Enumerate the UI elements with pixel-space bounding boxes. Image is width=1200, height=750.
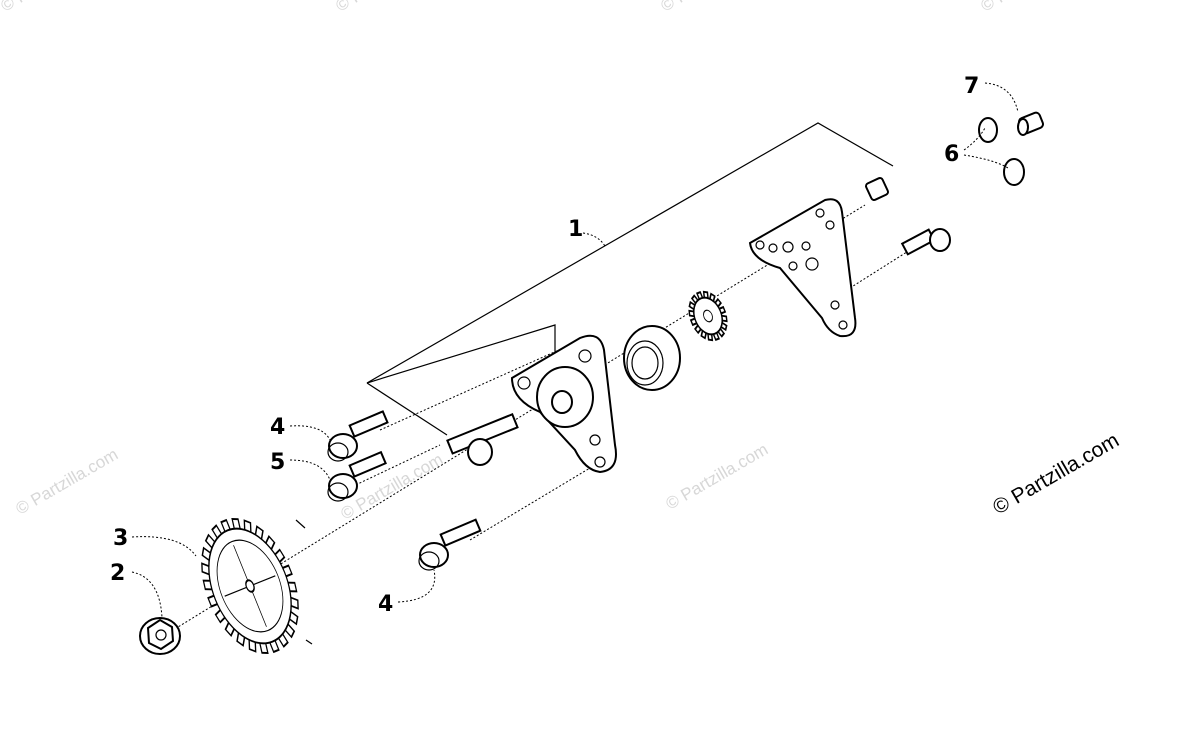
callout-number: 3	[113, 526, 128, 551]
pin	[1017, 111, 1044, 136]
callout-number: 4	[378, 592, 393, 617]
watermark-text: © Partzilla.com	[663, 440, 772, 514]
pump-cover-rear	[748, 198, 857, 338]
flange-nut	[139, 617, 181, 655]
callout-number: 1	[568, 217, 583, 242]
bolt-lower	[418, 518, 482, 571]
sprocket-large	[201, 518, 299, 654]
callout-number: 7	[964, 74, 979, 99]
callouts: 1 2 3 4 5 4 6 7	[110, 74, 979, 617]
callout-number: 2	[110, 561, 125, 586]
watermark-text: © Partzilla.com	[658, 0, 767, 15]
o-ring-upper	[978, 117, 998, 143]
watermark-text: © Partzilla.com	[333, 0, 442, 15]
watermarks: © Partzilla.com © Partzilla.com © Partzi…	[0, 0, 1086, 523]
pump-shaft	[446, 412, 519, 466]
leader-lines	[131, 82, 1019, 619]
pump-outer-rotor	[623, 325, 681, 391]
bolt-upper	[327, 410, 389, 462]
bolt-middle	[327, 450, 387, 502]
sprocket-edge	[295, 519, 313, 645]
watermark-text: © Partzilla.com	[978, 0, 1087, 15]
callout-number: 6	[944, 142, 959, 167]
bolt-right	[900, 228, 951, 256]
brand-watermark: © Partzilla.com	[989, 429, 1123, 520]
watermark-text: © Partzilla.com	[0, 0, 106, 15]
callout-number: 5	[270, 450, 285, 475]
callout-number: 4	[270, 415, 285, 440]
watermark-text: © Partzilla.com	[13, 445, 122, 519]
o-ring-lower	[1003, 158, 1025, 186]
pump-inner-gear	[688, 290, 728, 342]
dowel-pin	[865, 177, 889, 201]
pump-housing-front	[510, 334, 617, 474]
